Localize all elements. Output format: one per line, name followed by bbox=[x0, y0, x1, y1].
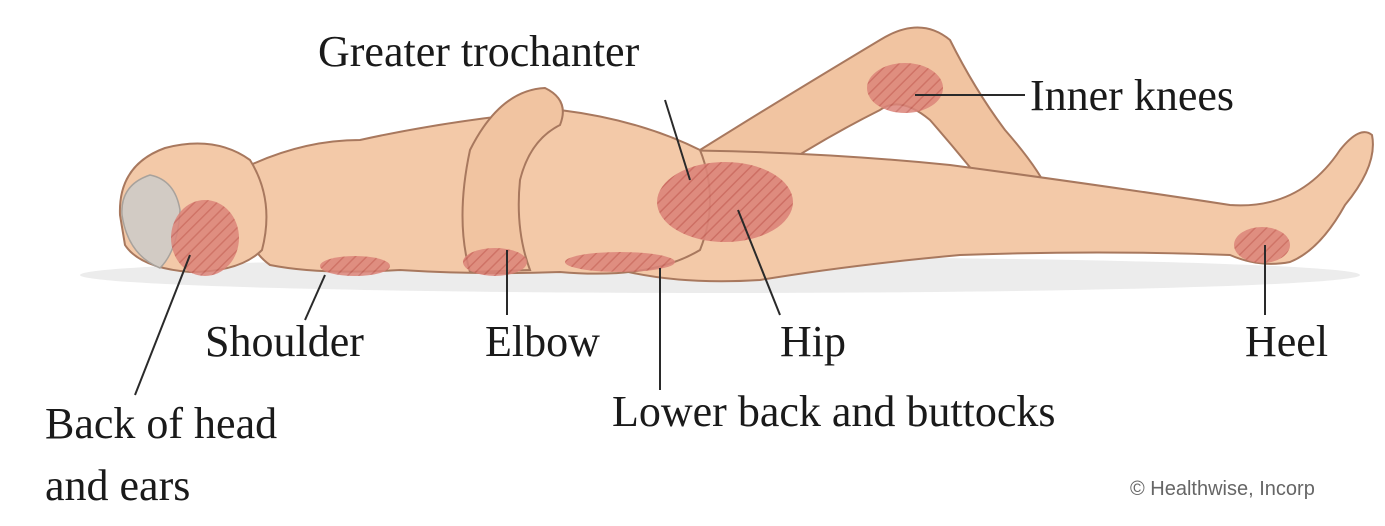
label-inner-knees: Inner knees bbox=[1030, 72, 1234, 120]
label-back-of-head-line1: Back of head bbox=[45, 400, 277, 448]
pressure-elbow bbox=[463, 248, 527, 276]
pressure-hip bbox=[657, 162, 793, 242]
label-elbow: Elbow bbox=[485, 318, 600, 366]
label-lower-back: Lower back and buttocks bbox=[612, 388, 1056, 436]
label-hip: Hip bbox=[780, 318, 846, 366]
pressure-heel bbox=[1234, 227, 1290, 263]
label-back-of-head-line2: and ears bbox=[45, 462, 190, 510]
pressure-shoulder bbox=[320, 256, 390, 276]
pressure-inner-knee bbox=[867, 63, 943, 113]
pressure-back-of-head bbox=[171, 200, 239, 276]
label-heel: Heel bbox=[1245, 318, 1328, 366]
pressure-lower-back bbox=[565, 252, 675, 272]
copyright-credit: © Healthwise, Incorp bbox=[1130, 478, 1315, 501]
label-shoulder: Shoulder bbox=[205, 318, 364, 366]
label-greater-trochanter: Greater trochanter bbox=[318, 28, 639, 76]
